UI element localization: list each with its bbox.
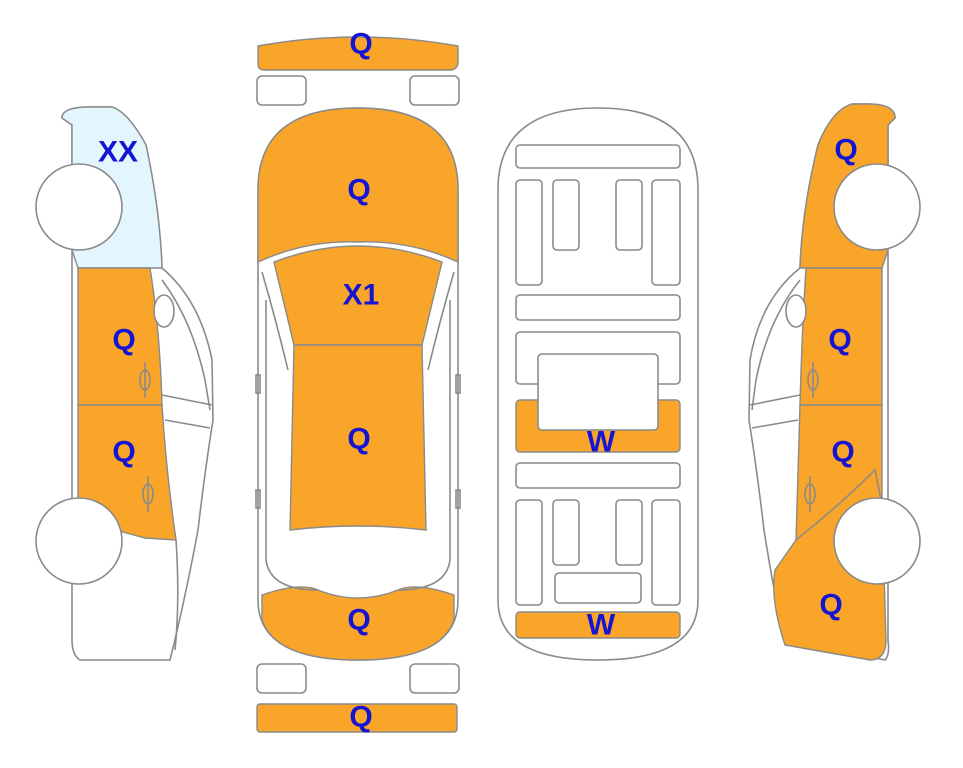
right-sill-line (751, 419, 799, 429)
underside-view: W W (497, 107, 699, 661)
left-rear-glass-label: XX (98, 136, 138, 169)
hood-label: Q (347, 174, 370, 207)
left-side-view: XX Q Q (35, 106, 214, 661)
underside-rail-7 (615, 499, 643, 566)
underside-rail-5 (515, 499, 543, 606)
right-rear-quarter-label: Q (834, 134, 857, 167)
underside-rail-4 (651, 179, 681, 286)
front-bumper-panel[interactable] (257, 36, 459, 71)
top-left-handle (255, 489, 261, 509)
left-window-line (161, 279, 211, 411)
top-view: Q Q X1 Q Q Q (255, 28, 461, 734)
top-right-a-pillar (427, 271, 455, 371)
right-front-wheel (833, 497, 921, 585)
right-door-handle-rear (807, 362, 819, 398)
underside-rear-bar (515, 462, 681, 489)
left-sill-line (164, 419, 211, 429)
trunk-label: Q (347, 604, 370, 637)
right-rear-door-label: Q (828, 324, 851, 357)
rear-right-lamp (409, 663, 460, 694)
left-door-handle-front (139, 362, 151, 398)
roof-panel[interactable] (289, 344, 427, 531)
underside-rail-8 (651, 499, 681, 606)
windshield-panel[interactable] (273, 245, 443, 346)
rear-bumper-label: Q (349, 701, 372, 734)
left-front-door-label: Q (112, 324, 135, 357)
underside-rail-6 (552, 499, 580, 566)
left-lower-line (174, 539, 179, 651)
center-crossmember-label: W (587, 426, 616, 459)
underside-tank (554, 572, 642, 604)
right-window-line (751, 279, 801, 411)
front-bumper-label: Q (349, 28, 372, 61)
left-rear-wheel (35, 163, 123, 251)
top-right-mirror (455, 374, 461, 394)
underside-mid-bar (515, 294, 681, 321)
underside-rail-1 (515, 179, 543, 286)
rear-left-lamp (256, 663, 307, 694)
top-right-side-line (397, 300, 451, 591)
right-door-handle-front (804, 476, 816, 512)
windshield-label: X1 (343, 279, 380, 312)
underside-front-bar (515, 144, 681, 169)
front-right-lamp (409, 75, 460, 106)
left-front-wheel (35, 497, 123, 585)
top-right-handle (455, 489, 461, 509)
roof-label: Q (347, 423, 370, 456)
left-door-handle-rear (142, 476, 154, 512)
right-belt-line (749, 394, 801, 406)
underside-rail-3 (615, 179, 643, 251)
underside-rear-crossmember[interactable] (515, 611, 681, 639)
underside-rail-2 (552, 179, 580, 251)
left-rear-door-label: Q (112, 436, 135, 469)
hood-panel[interactable] (257, 107, 459, 264)
left-belt-line (161, 394, 213, 406)
rear-crossmember-label: W (587, 609, 616, 642)
front-left-lamp (256, 75, 307, 106)
top-left-a-pillar (261, 271, 289, 371)
top-left-mirror (255, 374, 261, 394)
left-mirror (153, 294, 175, 328)
top-left-side-line (265, 300, 319, 591)
right-front-door-label: Q (831, 436, 854, 469)
right-front-fender-label: Q (819, 589, 842, 622)
rear-bumper-panel[interactable] (256, 703, 458, 733)
right-side-view: Q Q Q Q (748, 103, 921, 661)
underside-center-plate (537, 353, 659, 431)
right-mirror (785, 294, 807, 328)
right-rear-wheel (833, 163, 921, 251)
